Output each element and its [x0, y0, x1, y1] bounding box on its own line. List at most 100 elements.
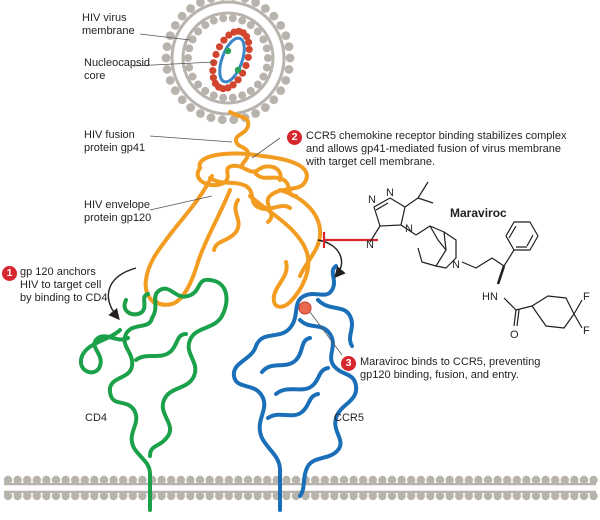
label-hiv-virus-membrane: HIV virus membrane — [82, 12, 135, 37]
amide-bond — [503, 297, 533, 311]
lipid-head — [264, 54, 272, 62]
leader-lines — [132, 33, 343, 356]
ccr5-stalk — [231, 344, 282, 512]
phenyl-double-bonds — [508, 225, 534, 248]
membrane-lipid-head — [512, 491, 521, 501]
label-gp41: HIV fusion protein gp41 — [84, 129, 146, 154]
ccr5-coil — [274, 366, 330, 396]
cd4-coil — [122, 292, 150, 317]
lipid-head — [201, 21, 210, 30]
membrane-lipid-head — [541, 475, 550, 485]
leader-gp41 — [149, 135, 233, 143]
lipid-head — [231, 0, 237, 1]
lipid-head — [219, 0, 225, 1]
membrane-lipid-head — [99, 475, 109, 485]
virus-lipid-heads-outer — [161, 0, 295, 125]
lipid-head — [238, 16, 247, 25]
lipid-head — [219, 14, 228, 23]
membrane-lipid-head — [157, 491, 166, 501]
gp120-left-arm — [143, 174, 214, 306]
membrane-lipid-head — [109, 475, 118, 485]
membrane-lipid-head — [51, 491, 61, 501]
stereo-wedge — [496, 265, 506, 285]
lipid-head — [246, 86, 255, 95]
membrane-lipid-head — [167, 475, 176, 485]
enzyme-dot — [234, 66, 242, 74]
capsid-bead — [211, 79, 219, 87]
lipid-head — [276, 86, 286, 95]
label-gp120: HIV envelope protein gp120 — [84, 199, 152, 224]
hiv-virion — [161, 0, 295, 125]
membrane-lipid-head — [32, 491, 41, 501]
lipid-head — [281, 31, 291, 40]
membrane-lipid-head — [99, 491, 109, 501]
membrane-lipid-head — [176, 475, 185, 485]
capsid-bead — [245, 45, 253, 54]
membrane-lipid-head — [570, 491, 579, 501]
membrane-lipid-head — [474, 491, 483, 501]
membrane-lipid-head — [138, 475, 147, 485]
membrane-lipid-head — [551, 491, 560, 501]
membrane-lipid-head — [195, 491, 205, 501]
lipid-head — [170, 21, 180, 30]
lipid-head — [284, 65, 294, 74]
membrane-lipid-head — [80, 475, 90, 485]
membrane-lipid-head — [435, 475, 445, 485]
lipid-head — [253, 27, 262, 36]
lipid-head — [261, 4, 270, 13]
nucleocapsid-core — [209, 27, 253, 93]
ccr5-extracellular — [254, 264, 338, 348]
membrane-lipid-head — [407, 491, 416, 501]
membrane-lipid-head — [349, 475, 358, 485]
membrane-lipid-head — [243, 491, 253, 501]
lipid-head — [170, 86, 180, 95]
cyclohexyl-ring — [531, 295, 575, 329]
cd4-domains — [148, 277, 229, 458]
membrane-lipid-head — [551, 475, 560, 485]
membrane-lipid-head — [359, 475, 368, 485]
membrane-lipid-head — [387, 475, 397, 485]
membrane-lipid-head — [291, 475, 301, 485]
membrane-lipid-head — [522, 475, 531, 485]
membrane-lipid-head — [195, 475, 205, 485]
membrane-lipid-head — [205, 475, 214, 485]
membrane-lipid-head — [128, 491, 137, 501]
lipid-head — [185, 63, 194, 72]
step-badge-1: 1 — [2, 266, 17, 281]
membrane-lipid-head — [291, 491, 301, 501]
lipid-head — [217, 115, 227, 125]
membrane-lipid-head — [234, 491, 243, 501]
lipid-head — [185, 44, 194, 53]
membrane-lipid-head — [349, 491, 358, 501]
membrane-lipid-head — [119, 491, 128, 501]
membrane-lipid-head — [387, 491, 397, 501]
membrane-lipid-head — [378, 491, 387, 501]
membrane-lipid-head — [445, 475, 454, 485]
capsid-bead — [225, 31, 233, 39]
membrane-lipid-head — [234, 475, 243, 485]
membrane-lipid-head — [320, 491, 329, 501]
membrane-lipid-head — [579, 491, 589, 501]
membrane-lipid-head — [416, 475, 425, 485]
gp120-left-arm-inner — [153, 188, 232, 307]
leader-step3 — [309, 311, 343, 356]
membrane-lipid-head — [3, 475, 13, 485]
membrane-lipid-head — [359, 491, 368, 501]
lipid-head — [177, 11, 187, 21]
lipid-head — [229, 115, 239, 125]
lipid-head — [281, 76, 291, 85]
phenyl-ring — [505, 221, 539, 251]
lipid-head — [228, 14, 237, 23]
membrane-lipid-head — [474, 475, 483, 485]
lipid-head — [165, 31, 175, 40]
capsid-bead — [209, 74, 217, 82]
membrane-lipid-head — [205, 491, 214, 501]
binding-arrow-ccr5 — [317, 239, 346, 279]
ccr5-coil — [316, 298, 354, 348]
ccr5-receptor — [231, 264, 359, 512]
membrane-lipid-head — [435, 491, 445, 501]
membrane-lipid-head — [186, 475, 195, 485]
membrane-lipid-head — [3, 491, 13, 501]
atom-n5: N — [452, 259, 460, 271]
lipid-head — [285, 53, 295, 63]
